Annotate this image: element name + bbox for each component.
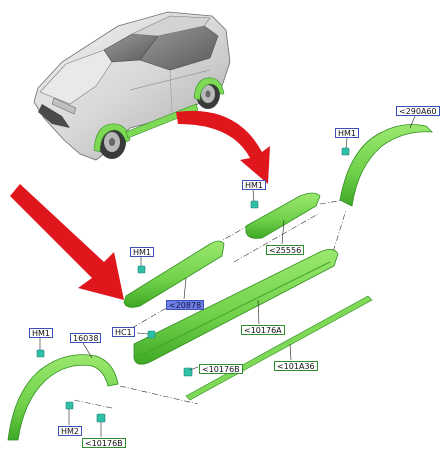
label-16038: 16038 <box>70 333 102 343</box>
label-hm1-front-trim: HM1 <box>130 247 155 257</box>
car-rear-hub <box>205 90 211 98</box>
label-hc1: HC1 <box>112 327 135 337</box>
red-curved-arrow <box>176 110 270 184</box>
car-door-seam <box>169 69 173 113</box>
label-hm1-front-arch: HM1 <box>29 328 54 338</box>
sill-strip-101a36 <box>185 295 373 401</box>
label-101a36: <101A36 <box>274 361 318 371</box>
clip-hm1-rear-icon <box>341 147 350 156</box>
car-front-hub <box>109 138 115 146</box>
rocker-moulding-10176a <box>133 249 339 365</box>
label-hm2: HM2 <box>58 426 83 436</box>
clip-hm1-front-trim-icon <box>137 265 146 274</box>
label-25556: <25556 <box>266 245 305 255</box>
car-rear-arch-highlight <box>193 77 225 101</box>
rocker-crease <box>139 261 331 357</box>
label-10176b-bottom: <10176B <box>82 438 126 448</box>
rear-door-moulding-25556 <box>245 192 321 239</box>
red-diagonal-arrow <box>10 184 124 300</box>
label-hm1-rear: HM1 <box>335 128 360 138</box>
car-door-line <box>129 69 211 91</box>
car-grille <box>38 104 70 128</box>
car-front-arch-highlight <box>93 123 131 153</box>
clip-hm1-front-arch-icon <box>36 349 45 358</box>
leader-lines <box>39 115 416 437</box>
car-headlight <box>51 97 77 115</box>
label-20878: <20878 <box>166 300 205 310</box>
label-10176b-mid: <10176B <box>199 364 243 374</box>
clip-10176b-bottom-icon <box>96 413 106 423</box>
front-door-moulding-20878 <box>123 240 225 308</box>
label-hm1-upper-trim: HM1 <box>242 180 267 190</box>
clip-hm1-upper-icon <box>250 200 259 209</box>
front-wheel-arch-moulding-16038 <box>7 354 119 441</box>
clip-10176b-mid-icon <box>183 367 193 377</box>
rear-wheel-arch-moulding <box>339 124 434 207</box>
clip-hc1-icon <box>147 330 156 339</box>
label-290a60: <290A60 <box>396 106 440 116</box>
label-10176a: <10176A <box>241 325 285 335</box>
clip-hm2-icon <box>65 401 74 410</box>
car-illustration <box>33 11 231 161</box>
car-roof <box>130 15 211 37</box>
